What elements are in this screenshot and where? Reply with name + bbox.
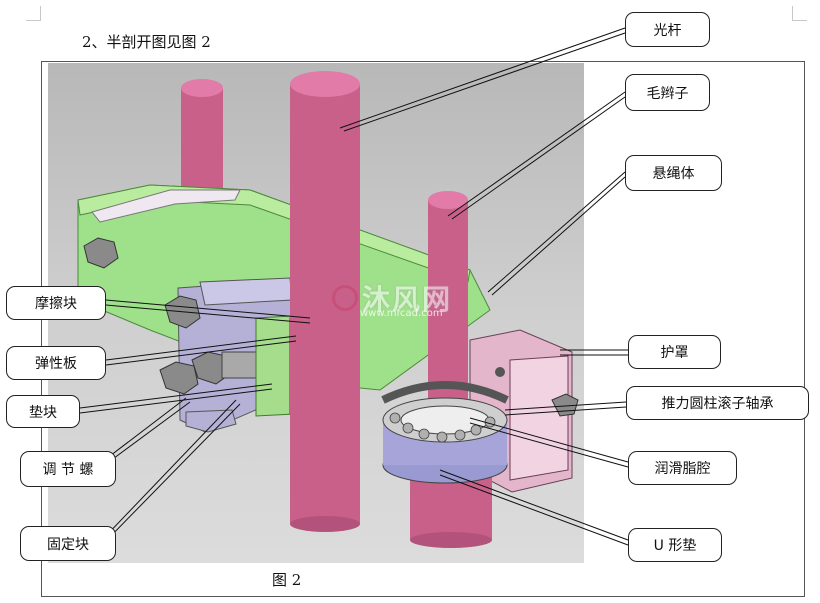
label-thrust-bearing: 推力圆柱滚子轴承: [626, 386, 809, 420]
label-grease-chamber: 润滑脂腔: [628, 451, 737, 485]
label-carrier-bar: 悬绳体: [625, 155, 722, 191]
label-adjust-bolt: 调 节 螺: [20, 451, 116, 487]
label-polished-rod: 光杆: [625, 12, 710, 47]
bolt-head-upper: [83, 237, 119, 269]
label-guard: 护罩: [628, 335, 721, 369]
page-corner-mark: [792, 6, 807, 21]
label-spring-plate: 弹性板: [6, 346, 106, 380]
label-friction-block: 摩擦块: [6, 286, 106, 320]
label-u-washer: U 形垫: [628, 528, 722, 562]
label-spacer-block: 垫块: [6, 395, 80, 428]
leader-lines: [79, 27, 629, 546]
polished-rod-shape: [290, 71, 360, 532]
spacer-block: [255, 315, 295, 417]
watermark-url: www.mfcad.com: [360, 308, 443, 319]
thrust-bearing-shape: [381, 381, 509, 484]
label-bridle: 毛辫子: [625, 74, 710, 111]
label-fixing-block: 固定块: [20, 526, 116, 561]
section-heading: 2、半剖开图见图 2: [82, 33, 211, 51]
figure-caption: 图 2: [272, 571, 302, 589]
page-corner-mark: [26, 6, 41, 21]
figure-frame: [41, 61, 805, 597]
